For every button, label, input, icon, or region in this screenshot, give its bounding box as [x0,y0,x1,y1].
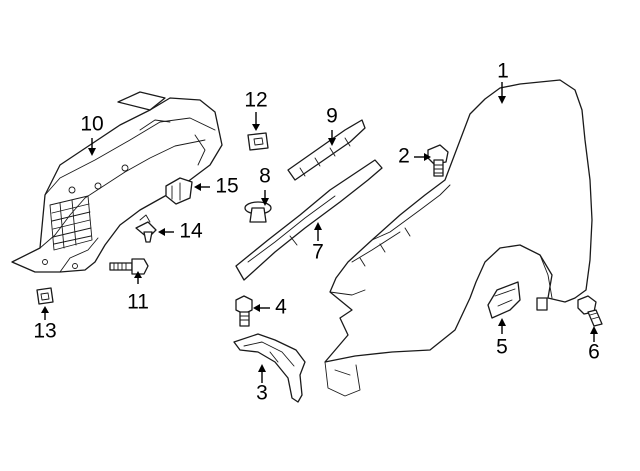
callout-7: 7 [312,241,324,264]
bolt-2 [427,144,449,177]
callout-9: 9 [326,105,338,128]
liner-vent-grille [49,195,93,251]
fender-liner [11,91,223,273]
bracket-3 [233,333,306,403]
callout-2: 2 [398,145,410,168]
callout-numbers: 1 2 3 4 5 6 7 8 9 10 11 12 13 14 15 [33,60,600,405]
retainer [165,177,193,205]
callout-3: 3 [256,382,268,405]
protector [235,159,383,281]
bolt-4 [235,295,253,327]
square-nut [36,287,54,305]
seal-strip [287,119,366,181]
callout-5: 5 [496,336,508,359]
clip-nut [247,132,269,151]
callout-6: 6 [588,341,600,364]
clip-8 [244,201,272,223]
bracket-5 [487,281,521,319]
callout-1: 1 [497,60,509,83]
bolt-11 [109,258,149,275]
callout-11: 11 [127,291,149,314]
push-clip [135,214,157,243]
bolt-6 [577,295,603,327]
callout-13: 13 [33,320,56,343]
callout-8: 8 [259,165,271,188]
callout-leaders [41,82,598,383]
callout-4: 4 [275,296,287,319]
callout-10: 10 [80,113,103,136]
fender [324,79,593,397]
callout-15: 15 [215,175,238,198]
callout-12: 12 [244,89,267,112]
callout-14: 14 [179,220,203,243]
